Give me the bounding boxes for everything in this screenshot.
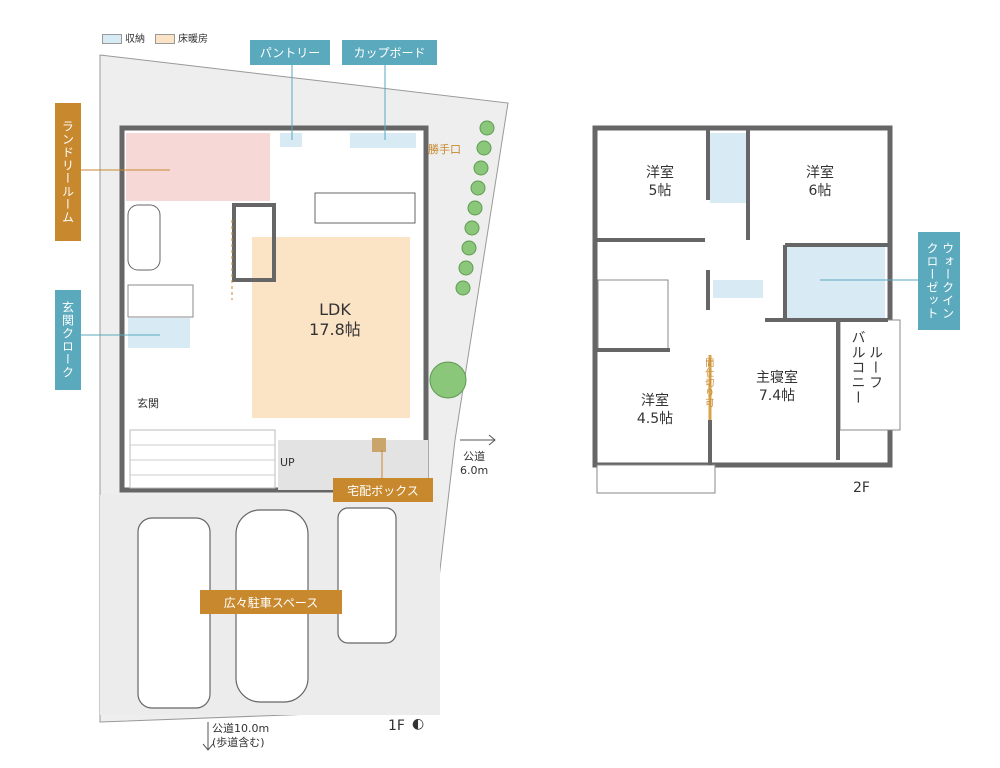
cloak-storage [128, 318, 190, 348]
stairs-2f [597, 279, 669, 351]
label-roof-balcony: ルーフ バルコニー [849, 330, 884, 405]
balcony-south [596, 464, 716, 494]
laundry-area [126, 133, 270, 201]
label-entrance: 玄関 [137, 397, 159, 410]
label-road-south: 公道10.0m (歩道含む) [212, 722, 270, 749]
label-master-bedroom: 主寝室 7.4帖 [756, 370, 798, 404]
label-room-5: 洋室 5帖 [646, 165, 674, 199]
ldk-floor-heating [252, 237, 410, 418]
callout-delivery-box: 宅配ボックス [333, 478, 433, 502]
compass-icon: ◐ [412, 716, 425, 732]
legend-floor-heating: 床暖房 [155, 30, 208, 45]
label-road-east: 公道 6.0m [460, 450, 489, 477]
callout-parking: 広々駐車スペース [200, 590, 342, 614]
callout-entrance-cloak: 玄関クローク [55, 290, 81, 390]
stairs-1f [127, 284, 194, 318]
label-room-6: 洋室 6帖 [806, 165, 834, 199]
delivery-box [372, 438, 386, 452]
label-1f: 1F [388, 718, 405, 734]
label-back-door: 勝手口 [428, 143, 461, 156]
closet-5 [710, 133, 748, 203]
legend: 収納 床暖房 [102, 30, 208, 45]
label-room-4-5: 洋室 4.5帖 [636, 393, 674, 427]
callout-walkin-closet: ウォークイン クローゼット [918, 232, 960, 330]
bath [127, 204, 161, 271]
hall-storage [713, 280, 763, 298]
legend-storage: 収納 [102, 30, 145, 45]
pantry-storage [280, 133, 302, 147]
roof-balcony [839, 319, 901, 431]
label-ldk: LDK 17.8帖 [309, 300, 361, 339]
label-up: UP [280, 456, 295, 469]
callout-laundry: ランドリールーム [55, 103, 81, 241]
kitchen-counter [314, 192, 416, 224]
callout-cupboard: カップボード [342, 40, 437, 65]
toilet-room-1f [232, 203, 276, 282]
car-3 [337, 507, 397, 644]
walkin-closet [785, 245, 885, 320]
label-partition: 間仕切り可 [703, 358, 714, 408]
label-2f: 2F [853, 480, 870, 496]
cupboard-storage [350, 133, 416, 148]
entry-tile [129, 429, 276, 489]
callout-pantry: パントリー [250, 40, 330, 65]
